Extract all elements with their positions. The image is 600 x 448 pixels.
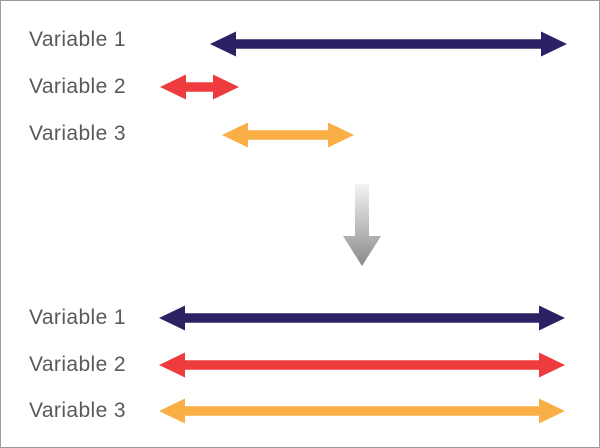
- variable-label: Variable 2: [29, 353, 127, 376]
- range-arrow-orange: [159, 398, 565, 424]
- variable-label: Variable 3: [29, 122, 127, 145]
- variable-label: Variable 1: [29, 28, 127, 51]
- range-arrow-orange: [222, 122, 354, 148]
- variable-label: Variable 3: [29, 399, 127, 422]
- variable-label: Variable 2: [29, 75, 127, 98]
- range-arrow-red: [159, 352, 565, 378]
- variable-label: Variable 1: [29, 306, 127, 329]
- range-arrow-red: [160, 74, 239, 100]
- down-arrow: [343, 184, 381, 266]
- down-arrow-shape: [343, 184, 381, 266]
- range-arrow-navy: [159, 305, 565, 331]
- range-arrow-navy: [210, 31, 567, 57]
